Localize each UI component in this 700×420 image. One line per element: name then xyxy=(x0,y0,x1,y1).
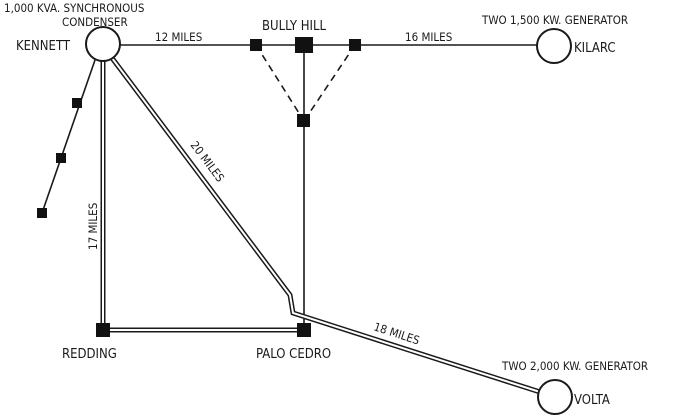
branch-square xyxy=(37,208,47,218)
distance-kennett-bully: 12 MILES xyxy=(155,30,202,44)
kilarc-note: TWO 1,500 KW. GENERATOR xyxy=(481,13,628,27)
kennett-note-2: CONDENSER xyxy=(62,15,128,29)
line-kennett-branch xyxy=(41,59,96,214)
dashed-line-left xyxy=(255,44,305,122)
bully-hill-substation xyxy=(295,37,313,53)
dashed-line-right xyxy=(303,44,356,122)
volta-note: TWO 2,000 KW. GENERATOR xyxy=(501,359,648,373)
switch-square xyxy=(349,39,361,51)
bully-hill-label: BULLY HILL xyxy=(262,19,326,34)
distance-kennett-redding: 17 MILES xyxy=(86,203,100,250)
branch-square xyxy=(72,98,82,108)
distance-bully-kilarc: 16 MILES xyxy=(405,30,452,44)
switch-square xyxy=(250,39,262,51)
kennett-plant xyxy=(85,26,121,62)
kilarc-label: KILARC xyxy=(574,41,616,56)
branch-square xyxy=(56,153,66,163)
palo-cedro-substation xyxy=(297,323,311,337)
volta-plant xyxy=(537,379,573,415)
palo-cedro-label: PALO CEDRO xyxy=(256,347,331,362)
redding-substation xyxy=(96,323,110,337)
kennett-note-1: 1,000 KVA. SYNCHRONOUS xyxy=(4,1,144,15)
junction-square xyxy=(297,114,310,127)
distance-kennett-palo: 20 MILES xyxy=(188,138,228,184)
kennett-label: KENNETT xyxy=(16,39,71,54)
redding-label: REDDING xyxy=(62,347,117,362)
volta-label: VOLTA xyxy=(574,393,610,408)
kilarc-plant xyxy=(536,28,572,64)
double-line-kennett-volta xyxy=(110,56,541,395)
